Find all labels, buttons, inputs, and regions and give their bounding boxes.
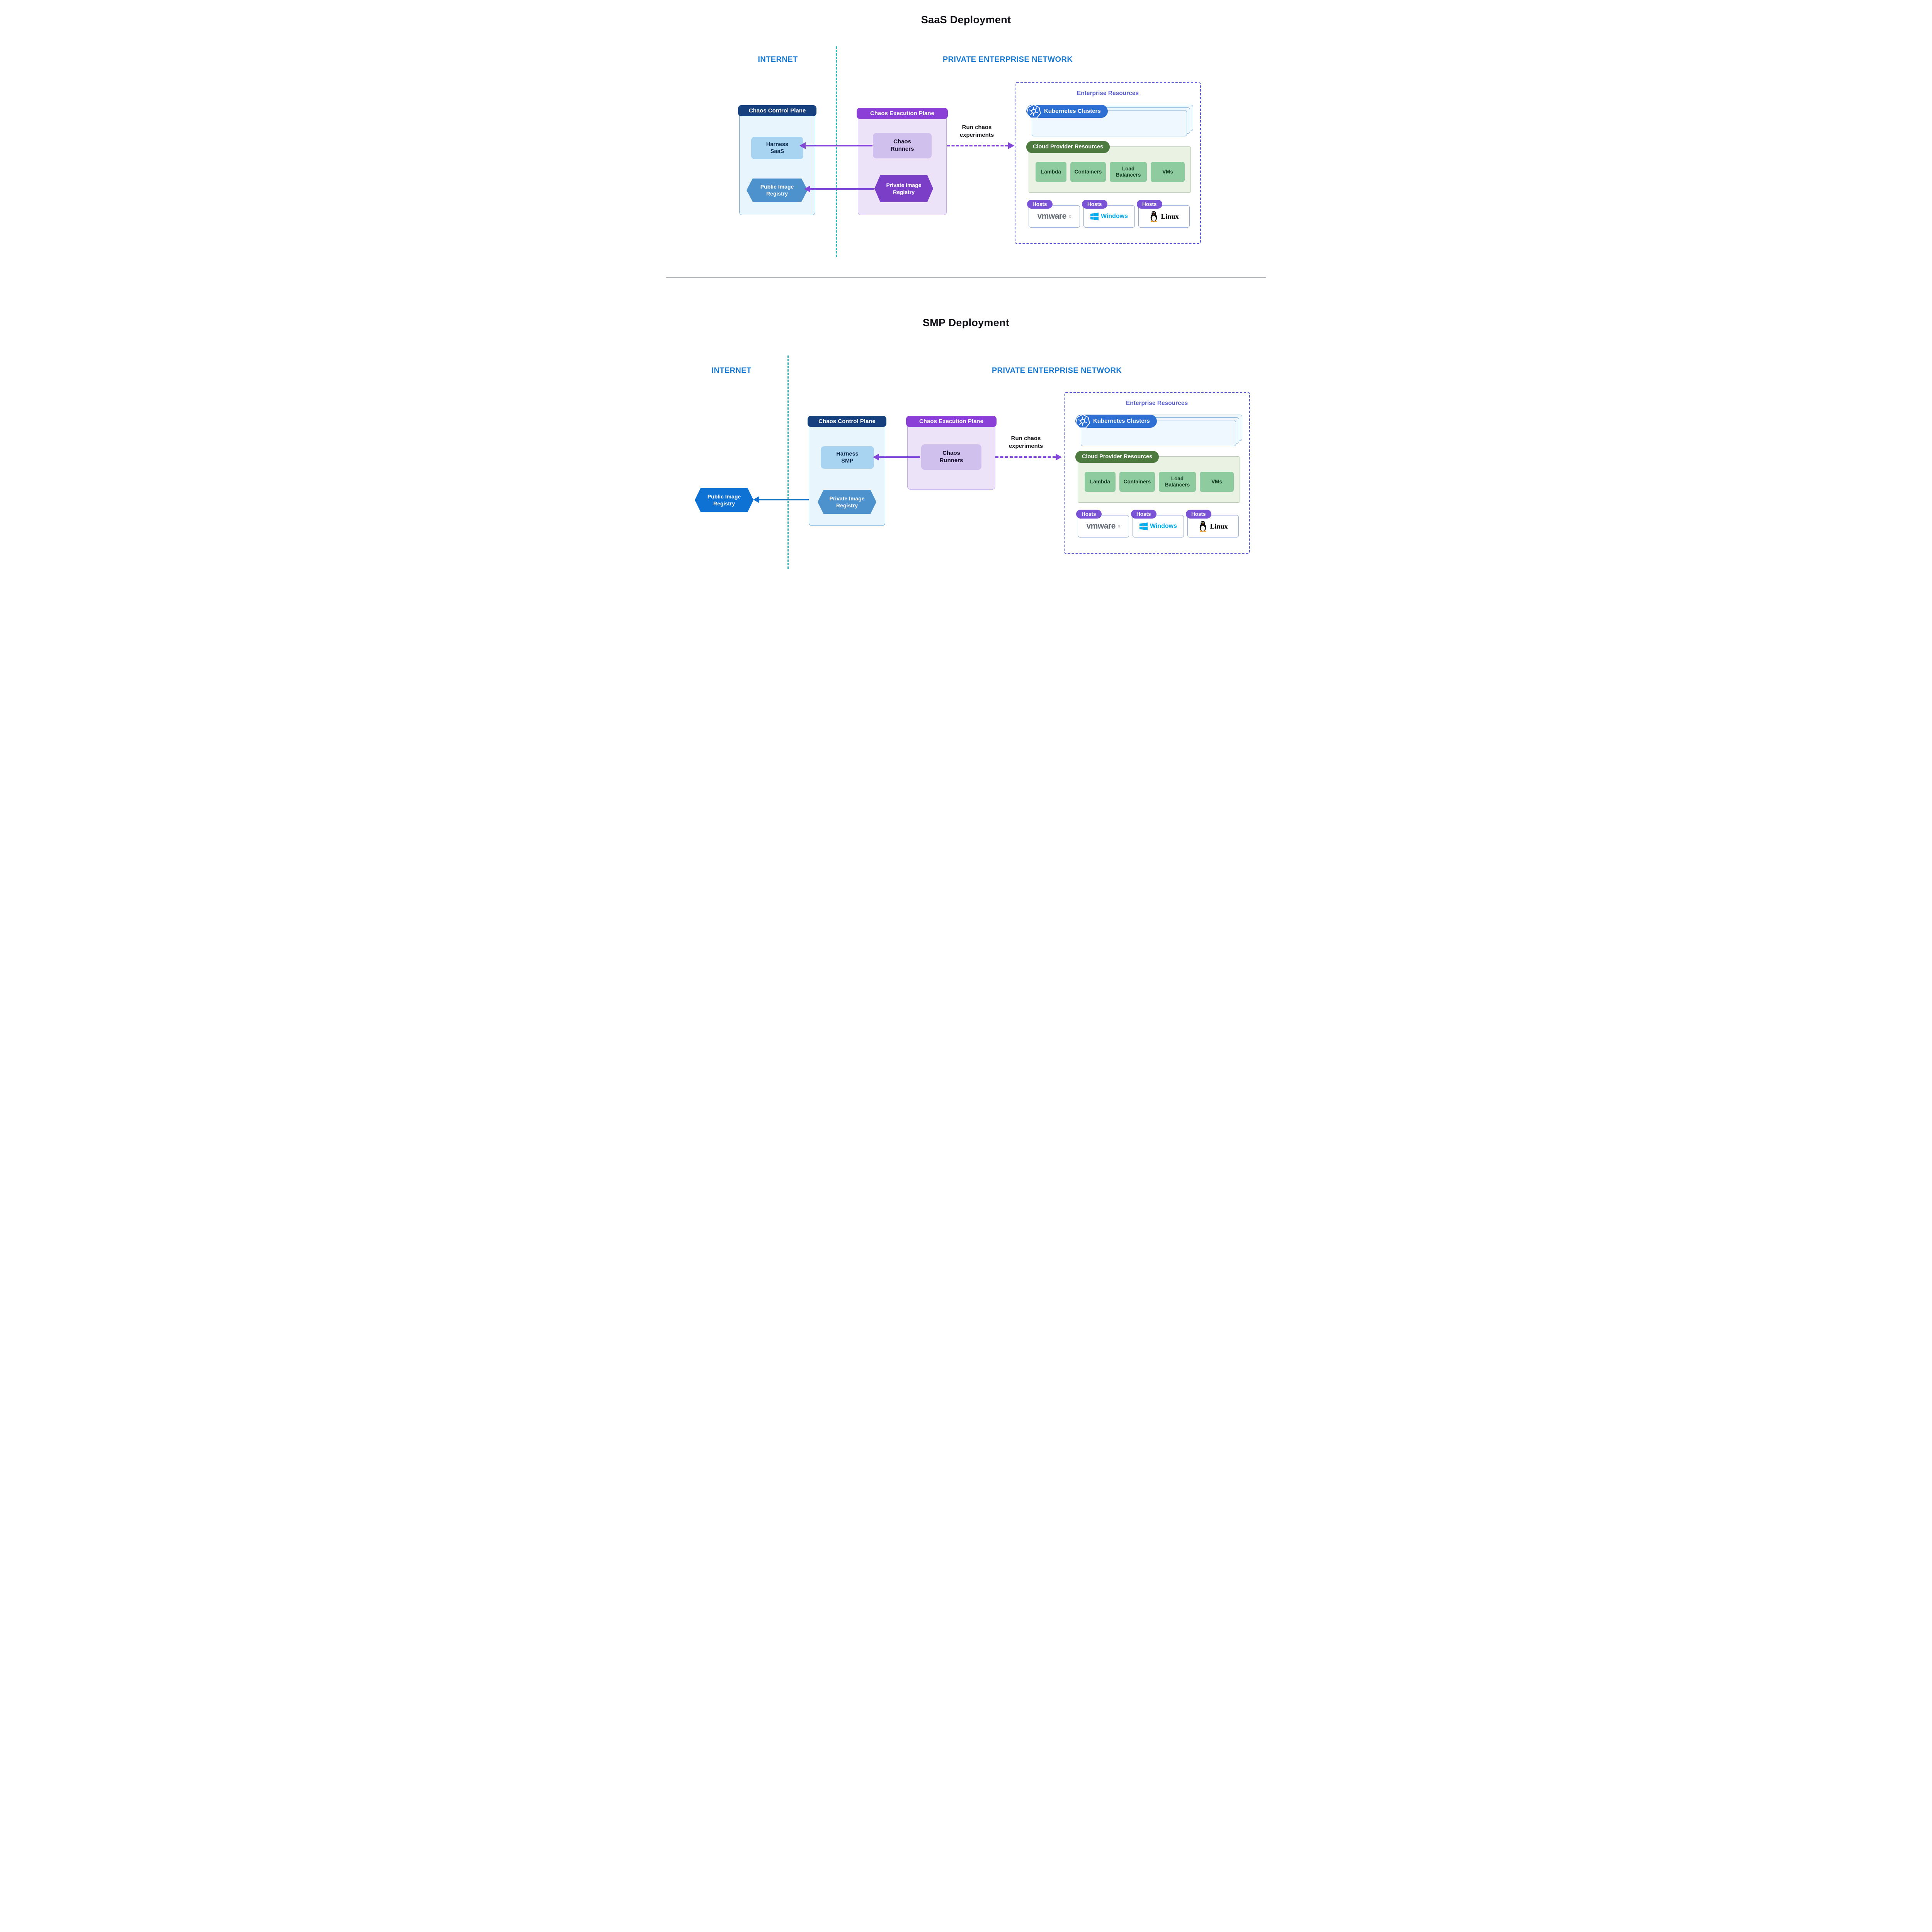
k8s-cluster-sheet <box>1081 420 1236 446</box>
kubernetes-icon <box>1075 414 1090 429</box>
saas-internet-label: INTERNET <box>758 55 798 64</box>
windows-label: Windows <box>1150 523 1177 529</box>
host-linux: Hosts Linux <box>1137 200 1190 228</box>
linux-label: Linux <box>1210 522 1228 530</box>
cloud-provider-resources-pill: Cloud Provider Resources <box>1026 141 1110 153</box>
kubernetes-clusters-pill: Kubernetes Clusters <box>1075 414 1157 429</box>
saas-title: SaaS Deployment <box>921 14 1011 26</box>
linux-tux-icon <box>1200 521 1206 532</box>
saas-private-network-label: PRIVATE ENTERPRISE NETWORK <box>942 55 1073 64</box>
smp-deployment-section: SMP Deployment INTERNET PRIVATE ENTERPRI… <box>666 278 1266 585</box>
saas-private-image-registry: Private Image Registry <box>874 175 933 202</box>
cloud-item-containers: Containers <box>1119 472 1155 492</box>
kubernetes-icon <box>1026 104 1041 119</box>
linux-label: Linux <box>1161 212 1179 220</box>
windows-icon <box>1139 522 1148 530</box>
saas-control-plane-header: Chaos Control Plane <box>738 105 816 116</box>
smp-control-plane-header: Chaos Control Plane <box>808 416 886 427</box>
saas-run-chaos-label: Run chaos experiments <box>959 124 994 139</box>
cloud-item-lambda: Lambda <box>1085 472 1116 492</box>
section-divider <box>666 277 1266 278</box>
saas-chaos-execution-plane: Chaos Execution Plane Chaos Runners Priv… <box>857 108 948 215</box>
harness-smp-node: Harness SMP <box>821 446 874 469</box>
arrow-private-to-public-registry <box>810 188 874 190</box>
kubernetes-clusters-pill: Kubernetes Clusters <box>1026 104 1108 119</box>
linux-tux-icon <box>1151 211 1157 222</box>
enterprise-resources-title: Enterprise Resources <box>1126 400 1188 406</box>
saas-chaos-runners-node: Chaos Runners <box>873 133 932 158</box>
diagram-canvas: SaaS Deployment INTERNET PRIVATE ENTERPR… <box>666 0 1266 585</box>
windows-icon <box>1090 212 1099 220</box>
hosts-pill: Hosts <box>1027 200 1053 209</box>
saas-enterprise-resources: Enterprise Resources Kub <box>1015 82 1201 244</box>
arrowhead-right-icon <box>1008 142 1014 149</box>
harness-saas-node: Harness SaaS <box>751 137 803 159</box>
arrow-runners-to-harness-smp <box>878 456 920 458</box>
smp-internet-label: INTERNET <box>711 366 752 375</box>
host-windows: Hosts Windows <box>1082 200 1135 228</box>
saas-public-image-registry: Public Image Registry <box>747 179 808 202</box>
kubernetes-clusters-label: Kubernetes Clusters <box>1093 418 1150 424</box>
smp-run-chaos-label: Run chaos experiments <box>1009 435 1043 450</box>
cloud-item-load-balancers: Load Balancers <box>1110 162 1147 182</box>
arrow-public-private-registry-sync <box>759 499 812 500</box>
smp-chaos-execution-plane: Chaos Execution Plane Chaos Runners <box>906 416 997 490</box>
saas-deployment-section: SaaS Deployment INTERNET PRIVATE ENTERPR… <box>666 0 1266 277</box>
smp-chaos-control-plane: Chaos Control Plane Harness SMP Private … <box>808 416 886 526</box>
enterprise-resources-title: Enterprise Resources <box>1077 90 1139 97</box>
smp-enterprise-resources: Enterprise Resources Kub <box>1064 392 1250 554</box>
arrowhead-right-icon <box>1056 454 1062 461</box>
vmware-registered-mark: ® <box>1117 524 1121 528</box>
arrowhead-left-icon <box>804 185 810 192</box>
cloud-item-lambda: Lambda <box>1036 162 1066 182</box>
vmware-logo: vmware <box>1086 522 1116 531</box>
hosts-pill: Hosts <box>1186 510 1211 519</box>
saas-network-boundary-line <box>836 46 837 257</box>
smp-public-image-registry: Public Image Registry <box>695 488 753 512</box>
smp-chaos-runners-node: Chaos Runners <box>921 444 981 470</box>
host-vmware: Hosts vmware® <box>1027 200 1080 228</box>
cloud-item-load-balancers: Load Balancers <box>1159 472 1196 492</box>
smp-execution-plane-header: Chaos Execution Plane <box>906 416 997 427</box>
hosts-pill: Hosts <box>1082 200 1107 209</box>
kubernetes-clusters-label: Kubernetes Clusters <box>1044 108 1101 114</box>
smp-private-image-registry: Private Image Registry <box>818 490 876 514</box>
host-vmware: Hosts vmware® <box>1076 510 1129 537</box>
host-linux: Hosts Linux <box>1186 510 1239 537</box>
arrow-runners-to-harness-saas <box>805 145 872 146</box>
smp-network-boundary-line <box>787 355 789 569</box>
vmware-registered-mark: ® <box>1068 214 1071 218</box>
dashed-arrow-run-experiments <box>947 145 1008 146</box>
cloud-item-vms: VMs <box>1200 472 1234 492</box>
cloud-item-vms: VMs <box>1151 162 1185 182</box>
arrowhead-left-icon <box>799 142 806 149</box>
dashed-arrow-run-experiments <box>995 456 1056 458</box>
smp-title: SMP Deployment <box>922 317 1010 328</box>
hosts-pill: Hosts <box>1131 510 1156 519</box>
hosts-pill: Hosts <box>1076 510 1102 519</box>
smp-private-network-label: PRIVATE ENTERPRISE NETWORK <box>992 366 1122 375</box>
vmware-logo: vmware <box>1037 212 1067 221</box>
host-windows: Hosts Windows <box>1131 510 1184 537</box>
hosts-pill: Hosts <box>1137 200 1162 209</box>
cloud-provider-resources-pill: Cloud Provider Resources <box>1075 451 1159 463</box>
windows-label: Windows <box>1100 213 1128 219</box>
arrowhead-left-icon <box>873 454 879 461</box>
arrowhead-left-icon <box>753 496 759 503</box>
saas-chaos-control-plane: Chaos Control Plane Harness SaaS Public … <box>738 105 816 215</box>
saas-execution-plane-header: Chaos Execution Plane <box>857 108 948 119</box>
cloud-item-containers: Containers <box>1070 162 1106 182</box>
